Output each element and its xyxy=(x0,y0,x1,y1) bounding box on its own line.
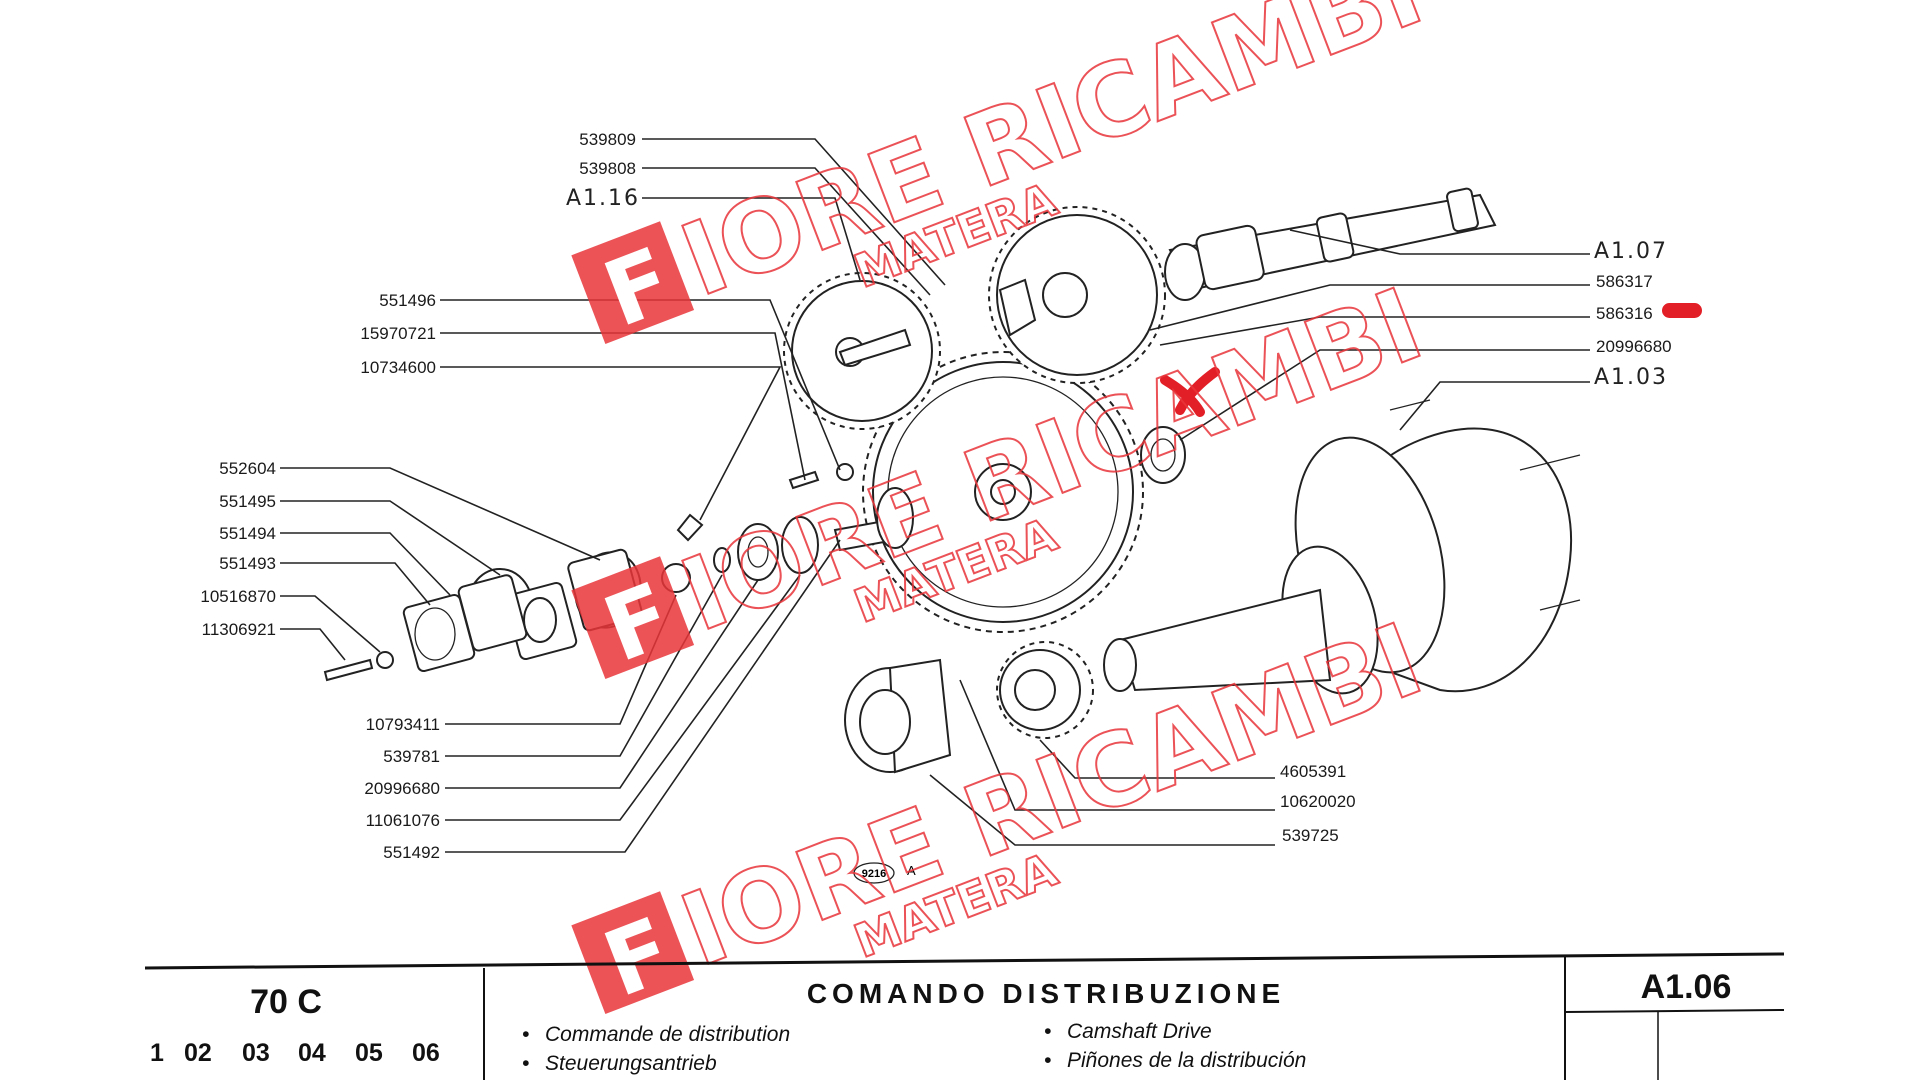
part-labels-right: A1.07 586317 586316 20996680 A1.03 xyxy=(1594,239,1672,390)
pump-gear xyxy=(996,641,1094,739)
part-label[interactable]: 551494 xyxy=(219,524,276,543)
part-label[interactable]: 10620020 xyxy=(1280,792,1356,811)
part-label[interactable]: 539809 xyxy=(579,130,636,149)
part-label[interactable]: 539808 xyxy=(579,159,636,178)
page-code: A1.06 xyxy=(1641,968,1732,1006)
version-03: 03 xyxy=(242,1039,270,1067)
camshaft xyxy=(1164,187,1497,301)
bearing xyxy=(1140,426,1186,484)
part-label[interactable]: 10516870 xyxy=(200,587,276,606)
title-block: 70 C 1 02 03 04 05 06 COMANDO DISTRIBUZI… xyxy=(144,952,1785,1080)
part-label[interactable]: 11061076 xyxy=(366,811,440,830)
part-label[interactable]: 11306921 xyxy=(202,620,276,639)
part-label[interactable]: 551496 xyxy=(379,291,436,310)
version-06: 06 xyxy=(412,1039,440,1067)
part-label[interactable]: 551493 xyxy=(219,554,276,573)
part-label[interactable]: 551495 xyxy=(219,492,276,511)
highlight-cross-mark xyxy=(1160,367,1220,417)
translation-french: Commande de distribution xyxy=(545,1023,790,1046)
part-label[interactable]: 10734600 xyxy=(360,358,436,377)
bushing xyxy=(844,658,952,774)
drawing-code-suffix: A xyxy=(907,863,916,878)
part-label[interactable]: 20996680 xyxy=(1596,337,1672,356)
part-label[interactable]: 551492 xyxy=(383,843,440,862)
part-label[interactable]: 552604 xyxy=(219,459,276,478)
part-label[interactable]: 20996680 xyxy=(364,779,440,798)
translation-spanish: Piñones de la distribución xyxy=(1067,1049,1306,1072)
idler-gear xyxy=(783,272,941,430)
part-labels-left-mid: 552604 551495 551494 551493 10516870 113… xyxy=(200,459,276,639)
svg-text:•: • xyxy=(1044,1020,1051,1043)
part-label[interactable]: 10793411 xyxy=(366,715,440,734)
model-name: 70 C xyxy=(250,983,322,1021)
drawing-code: 9216 A xyxy=(853,862,916,884)
part-label[interactable]: 539781 xyxy=(383,747,440,766)
svg-text:•: • xyxy=(1044,1049,1051,1072)
part-labels-left-upper: 551496 15970721 10734600 xyxy=(360,291,436,377)
drawing-code-number: 9216 xyxy=(862,868,886,880)
svg-text:•: • xyxy=(522,1023,529,1046)
version-05: 05 xyxy=(355,1039,383,1067)
part-label[interactable]: 15970721 xyxy=(360,324,436,343)
part-label[interactable]: 4605391 xyxy=(1280,762,1346,781)
part-labels-left-lower: 10793411 539781 20996680 11061076 551492 xyxy=(364,715,440,862)
part-labels-bottom-right: 4605391 10620020 539725 xyxy=(1280,762,1356,845)
version-02: 02 xyxy=(184,1039,212,1067)
page-title: COMANDO DISTRIBUZIONE xyxy=(807,978,1285,1009)
reference-label[interactable]: A1.16 xyxy=(566,186,640,211)
reference-label[interactable]: A1.07 xyxy=(1594,239,1668,264)
translation-german: Steuerungsantrieb xyxy=(545,1052,717,1075)
crankshaft-gear xyxy=(862,351,1144,633)
crankshaft xyxy=(1103,399,1581,695)
part-label[interactable]: 539725 xyxy=(1282,826,1339,845)
translation-english: Camshaft Drive xyxy=(1067,1020,1212,1043)
part-labels-top: 539809 539808 A1.16 xyxy=(566,130,640,211)
part-label[interactable]: 586316 xyxy=(1596,304,1653,323)
part-label[interactable]: 586317 xyxy=(1596,272,1653,291)
version-04: 04 xyxy=(298,1039,326,1067)
version-1: 1 xyxy=(150,1039,164,1067)
highlight-marker xyxy=(1662,303,1702,318)
camshaft-gear xyxy=(988,206,1166,384)
svg-text:•: • xyxy=(522,1052,529,1075)
reference-label[interactable]: A1.03 xyxy=(1594,365,1668,390)
